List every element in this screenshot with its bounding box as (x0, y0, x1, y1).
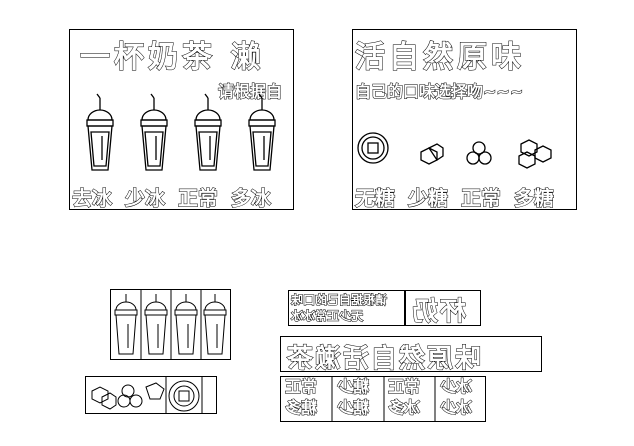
reversed-option-row-top: 常正 糖少 常正 冰少 (285, 377, 473, 397)
sugar-options: 无糖 少糖 正常 多糖 (355, 182, 555, 210)
slogan-text: 味原然自活濑茶 (285, 344, 482, 372)
sugar-cube-icon (420, 139, 552, 169)
cup-icon (114, 290, 227, 359)
sugar-option-less[interactable]: 少糖 (407, 186, 448, 210)
sugar-option-normal[interactable]: 正常 (460, 186, 501, 210)
sugar-option-extra[interactable]: 多糖 (513, 186, 554, 210)
panel-subtitle: 自己的口味选择吻~~~ (354, 82, 524, 102)
reversed-caption-block: 请根据自己的口味 无少正常冰冰 (288, 290, 405, 326)
ice-option-normal[interactable]: 正常 (177, 186, 218, 210)
strip-dividers (331, 377, 436, 421)
cup-icon (86, 93, 276, 171)
panel-title: 一杯奶茶 濑 (79, 40, 265, 76)
sugar-cube-icon (91, 377, 203, 413)
reversed-caption-text: 请根据自己的口味 (291, 293, 388, 308)
sugar-strip (85, 376, 217, 414)
panel-subtitle: 请根据自 (217, 82, 283, 102)
mirrored-title-block: 杯奶 (405, 290, 481, 326)
ice-option-less[interactable]: 少冰 (124, 186, 165, 210)
cup-strip (110, 289, 231, 360)
panel-title: 活自然原味 (355, 40, 525, 76)
ice-level-panel: 一杯奶茶 濑 请根据自 (69, 29, 294, 210)
mirrored-title-text: 杯奶 (410, 297, 467, 326)
ice-options: 去冰 少冰 正常 多冰 (72, 182, 272, 210)
ice-option-none[interactable]: 去冰 (72, 186, 113, 210)
coin-icon (357, 132, 389, 164)
reversed-options-strip: 常正 糖少 常正 冰少 糖多 糖少 冰多 冰少 (280, 376, 486, 422)
sugar-level-panel: 活自然原味 自己的口味选择吻~~~ 无糖 少糖 正常 多糖 (352, 29, 577, 210)
reversed-option-row-bottom: 糖多 糖少 冰多 冰少 (285, 398, 473, 418)
slogan-strip: 味原然自活濑茶 (280, 336, 542, 372)
sugar-option-none[interactable]: 无糖 (355, 186, 396, 210)
reversed-caption-text: 无少正常冰冰 (291, 309, 364, 324)
ice-option-extra[interactable]: 多冰 (230, 186, 271, 210)
